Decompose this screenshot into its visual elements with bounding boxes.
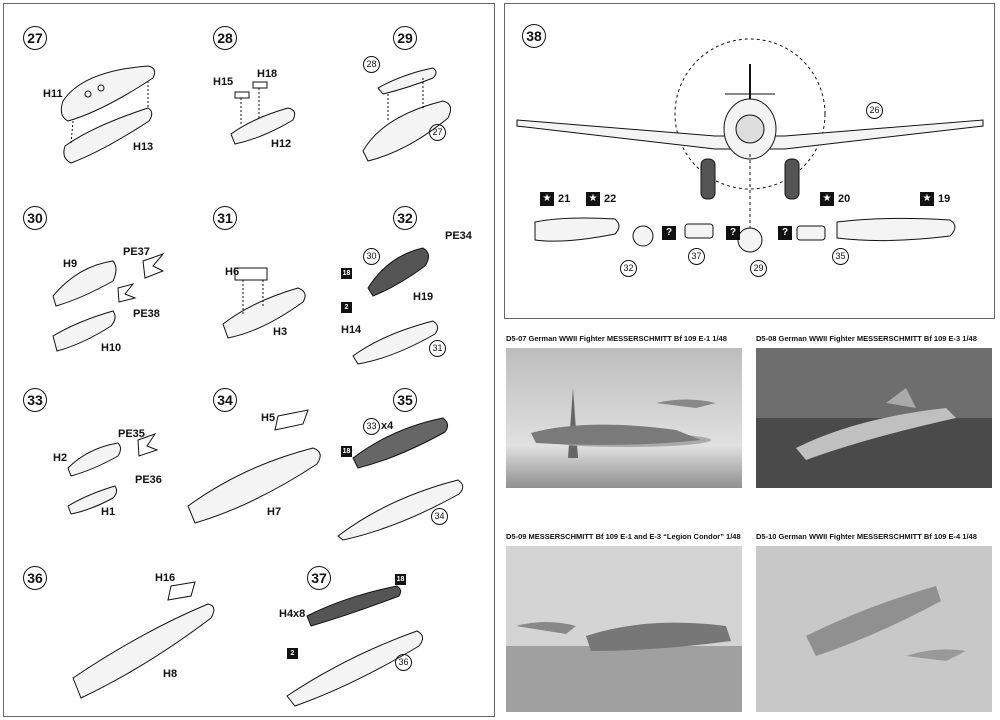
step-number: 28 [213,26,237,50]
part-label: H12 [271,138,292,150]
multi-bomb-rack-drawing [187,409,321,524]
part-label: PE34 [445,230,472,242]
step-37: 37 18 H4x8 2 36 [279,566,487,707]
step-number: 30 [23,206,47,230]
aircraft-front-view-drawing [516,38,984,253]
step-29: 29 28 27 [362,26,493,176]
boxart-photo-d5-09 [506,546,742,712]
step-31: 31 H6 H3 [213,206,353,366]
part-label: H1 [101,506,116,518]
part-ref: 27 [429,124,446,141]
step-number: 27 [23,26,47,50]
step-33: 33 PE35 H2 PE36 H1 [23,388,193,538]
step-number: 31 [213,206,237,230]
sprue-square: 2 [341,302,352,313]
part-ref: 34 [431,508,448,525]
part-label: H14 [341,324,362,336]
bombs-on-multi-rack-drawing [337,417,464,541]
part-label: PE38 [133,308,160,320]
star-icon: ★ [920,192,934,206]
part-label: H2 [53,452,68,464]
part-ref: 37 [688,248,705,265]
part-label: H15 [213,76,234,88]
step-number: 37 [307,566,331,590]
part-label: H4x8 [279,608,306,620]
star-number: 22 [604,193,617,205]
step-number: 32 [393,206,417,230]
part-ref: 35 [832,248,849,265]
star-number: 20 [838,193,851,205]
boxart-photo-d5-07 [506,348,742,488]
sprue-square: 18 [395,574,406,585]
question-icon: ? [662,226,676,240]
boxart-photo-d5-08 [756,348,992,488]
part-label: PE37 [123,246,150,258]
step-number: 29 [393,26,417,50]
tank-with-bracket-drawing [362,67,452,162]
part-label: x4 [381,420,394,432]
step-number: 36 [23,566,47,590]
part-label: H8 [163,668,178,680]
part-label: H7 [267,506,282,518]
part-ref: 28 [363,56,380,73]
photo-caption: D5-07 German WWII Fighter MESSERSCHMITT … [506,334,727,343]
part-label: H9 [63,258,78,270]
step-28: 28 H15 H18 H12 [213,26,353,176]
part-label: H10 [101,342,122,354]
fuselage-rack-drawing [72,581,215,699]
part-label: H19 [413,291,434,303]
step-36: 36 H16 H8 [23,566,253,706]
part-ref-26: 26 [866,102,883,119]
part-label: H13 [133,141,154,153]
sprue-square: 18 [341,268,352,279]
question-icon: ? [778,226,792,240]
bomb-on-rack-drawing [352,247,439,365]
part-label: PE35 [118,428,145,440]
step-34: 34 H5 H7 [187,388,353,538]
question-icon: ? [726,226,740,240]
small-bombs-rack-drawing [286,585,423,707]
sprue-square: 18 [341,446,352,457]
boxart-photo-d5-10 [756,546,992,712]
star-number: 19 [938,193,951,205]
part-label: H18 [257,68,278,80]
part-ref: 33 [363,418,380,435]
step-number: 35 [393,388,417,412]
part-label: H5 [261,412,276,424]
step-27: 27 H11 H13 [23,26,183,176]
part-label: H3 [273,326,288,338]
small-bomb-drawing [67,433,159,515]
star-number: 21 [558,193,571,205]
part-ref: 30 [363,248,380,265]
tank-bracket-drawing [230,81,296,145]
part-label: H6 [225,266,240,278]
part-ref: 32 [620,260,637,277]
step-number: 33 [23,388,47,412]
drop-tank-assembly-drawing [60,65,156,164]
step-number: 34 [213,388,237,412]
bomb-body-drawing [52,252,165,352]
photo-caption: D5-09 MESSERSCHMITT Bf 109 E-1 and E-3 “… [506,532,741,541]
step-38-number: 38 [522,24,546,48]
part-label: H16 [155,572,176,584]
part-label: H11 [43,88,63,100]
part-label: PE36 [135,474,162,486]
part-ref: 31 [429,340,446,357]
sprue-square: 2 [287,648,298,659]
photo-caption: D5-08 German WWII Fighter MESSERSCHMITT … [756,334,977,343]
star-icon: ★ [820,192,834,206]
part-ref: 29 [750,260,767,277]
star-icon: ★ [540,192,554,206]
step-35: 35 33 x4 34 18 [337,388,493,541]
star-icon: ★ [586,192,600,206]
bomb-rack-drawing [222,267,306,339]
step-32: 32 PE34 H19 H14 30 31 18 2 [341,206,493,366]
step-30: 30 H9 PE37 PE38 H10 [23,206,193,366]
photo-caption: D5-10 German WWII Fighter MESSERSCHMITT … [756,532,977,541]
part-ref: 36 [395,654,412,671]
